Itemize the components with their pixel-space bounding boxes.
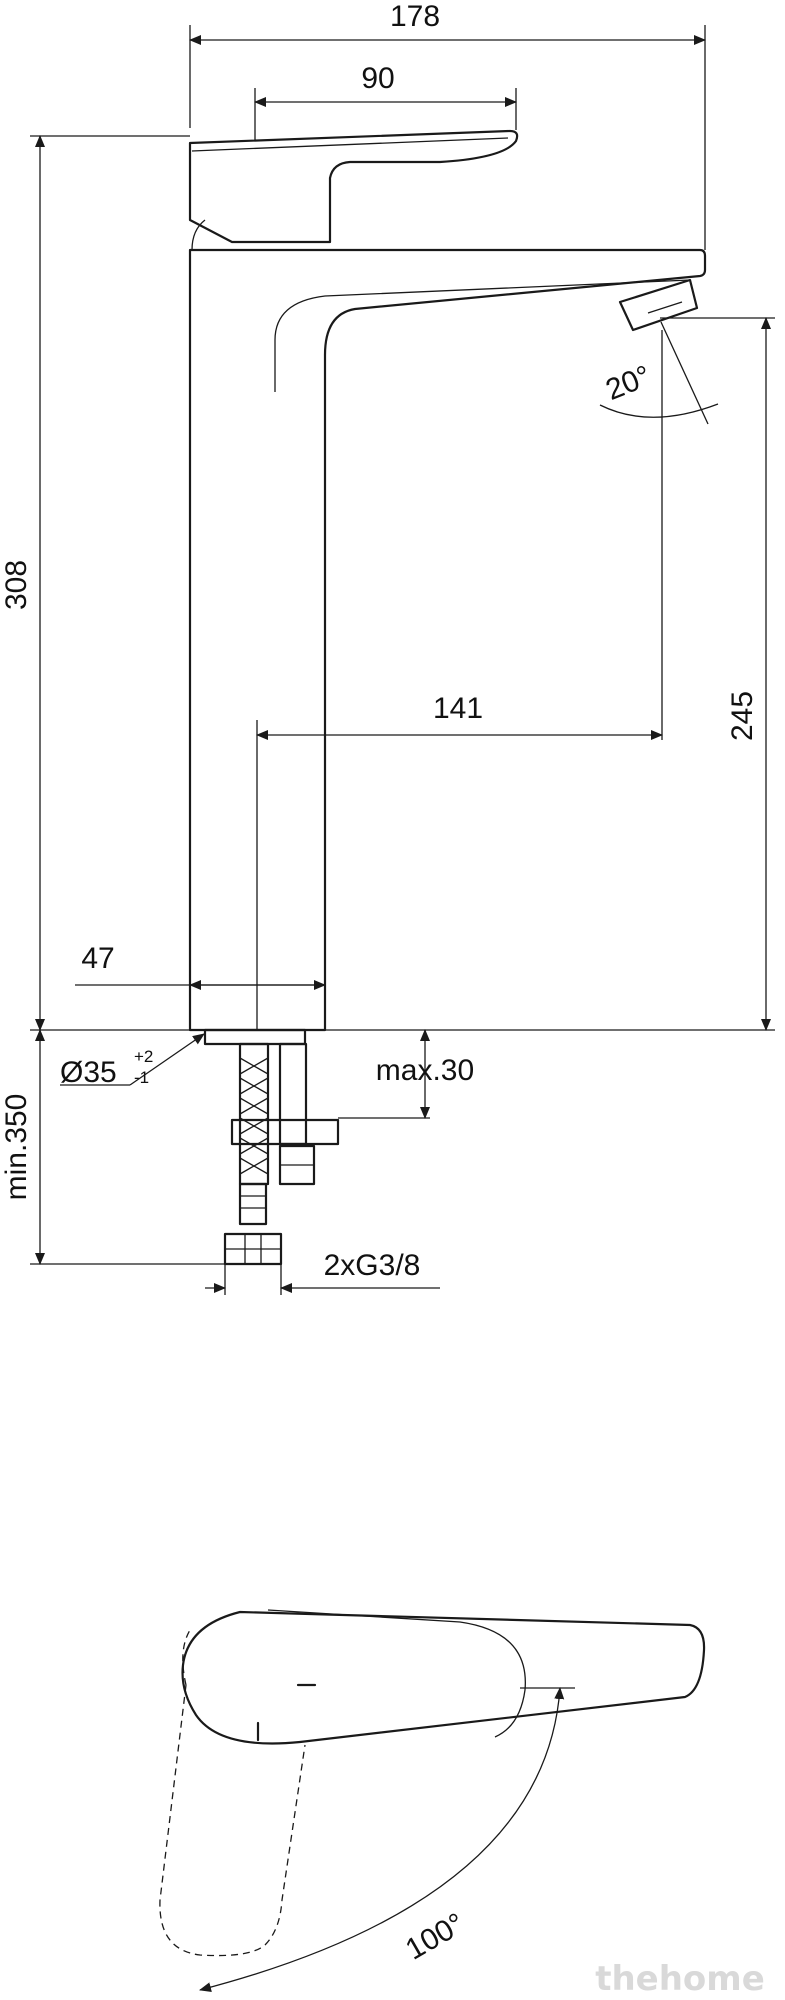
dim-max-thickness: max.30 [376, 1054, 474, 1087]
dim-connection: 2xG3/8 [324, 1249, 421, 1282]
faucet-body [188, 248, 707, 1032]
hose-connector [238, 1182, 268, 1226]
watermark: thehome [595, 1959, 765, 1999]
dim-spout-height: 245 [726, 691, 759, 741]
base-plate [203, 1028, 307, 1046]
dim-spout-angle: 20° [601, 359, 655, 407]
lever-rotated-outline [159, 1684, 306, 1957]
handle-lever [188, 129, 519, 244]
dim-hole-tol-plus: +2 [134, 1047, 153, 1066]
dim-hole-diameter: Ø35 [60, 1056, 117, 1089]
faucet-front-view [188, 129, 719, 1266]
dim-min-length: min.350 [0, 1094, 33, 1201]
lever-outline [181, 1610, 706, 1745]
dim-spout-reach: 141 [433, 692, 483, 725]
dimension-lines [30, 25, 775, 1295]
dim-handle-width: 90 [361, 62, 394, 95]
supply-hoses [238, 1042, 308, 1186]
fixing-plate [230, 1118, 340, 1146]
dim-lever-rotation: 100° [400, 1907, 470, 1967]
lever-top-view [159, 1609, 706, 1993]
aerator [618, 278, 699, 332]
dim-total-height: 308 [0, 560, 33, 610]
dim-body-diameter: 47 [81, 942, 114, 975]
dim-hole-tol-minus: -1 [134, 1068, 149, 1087]
dim-total-width: 178 [390, 0, 440, 33]
